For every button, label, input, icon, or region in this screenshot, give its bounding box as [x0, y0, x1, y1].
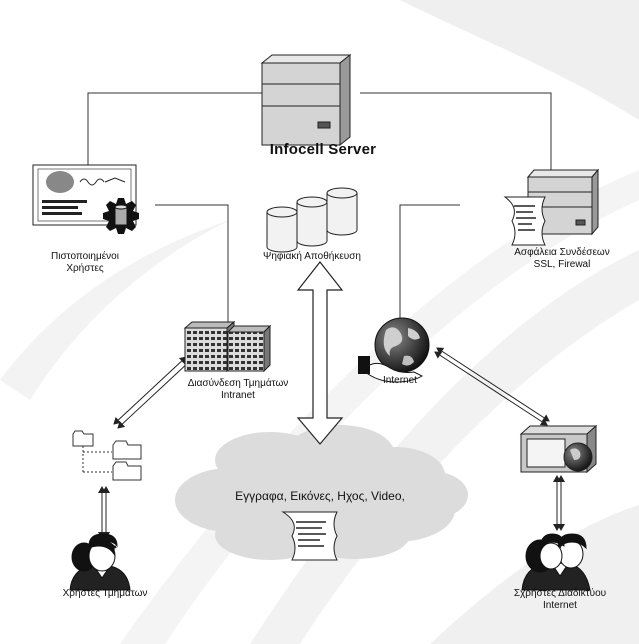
globe-hand-icon — [358, 317, 430, 383]
certified-users-label-line2: Χρήστες — [66, 263, 104, 274]
intranet-label-line2: Intranet — [221, 390, 255, 401]
connection-lines — [87, 92, 552, 332]
arrow-internet-computer — [434, 347, 550, 426]
storage-cylinders-icon — [266, 187, 358, 253]
office-buildings-icon — [183, 320, 272, 373]
internet-users-label: Σχρήστες Διαδικτύου Internet — [490, 588, 630, 612]
document-scroll-icon — [281, 511, 338, 561]
security-label-line1: Ασφάλεια Συνδέσεων — [514, 247, 610, 258]
security-label: Ασφάλεια Συνδέσεων SSL, Firewal — [497, 247, 627, 271]
server-tower-icon — [260, 53, 352, 147]
internet-users-label-line1: Σχρήστες Διαδικτύου — [513, 588, 607, 599]
folder-tree-icon — [72, 430, 142, 481]
server-label: Infocell Server — [269, 141, 377, 158]
certified-users-label-line1: Πιστοποιημένοι — [51, 251, 119, 262]
certificate-gear-icon — [32, 164, 139, 234]
arrow-folders-users — [98, 486, 110, 539]
internet-users-icon — [521, 533, 591, 591]
department-users-label: Χρήστες Τμημάτων — [62, 588, 148, 599]
digital-storage-label: Ψηφιακή Αποθήκευση — [263, 251, 361, 262]
arrow-computer-users — [553, 475, 565, 531]
cloud-content-text: Εγγραφα, Εικόνες, Ηχος, Video, — [235, 489, 405, 503]
intranet-label: Διασύνδεση Τμημάτων Intranet — [176, 378, 300, 402]
line-server-security — [360, 92, 552, 170]
intranet-label-line1: Διασύνδεση Τμημάτων — [187, 378, 289, 389]
internet-users-label-line2: Internet — [543, 600, 577, 611]
gear-icon — [103, 198, 139, 234]
security-label-line2: SSL, Firewal — [533, 259, 591, 270]
line-server-certified — [87, 92, 262, 166]
arrow-intranet-folders — [113, 356, 191, 429]
line-internet-security — [399, 204, 460, 332]
certified-users-label: Πιστοποιημένοι Χρήστες — [30, 251, 140, 275]
double-arrows — [98, 347, 565, 539]
secure-server-icon — [503, 168, 600, 246]
internet-label: Internet — [383, 375, 417, 386]
department-users-icon — [69, 533, 131, 591]
line-certified-intranet — [155, 204, 229, 322]
computer-globe-icon — [519, 424, 598, 474]
storage-cloud-arrow — [296, 261, 344, 445]
